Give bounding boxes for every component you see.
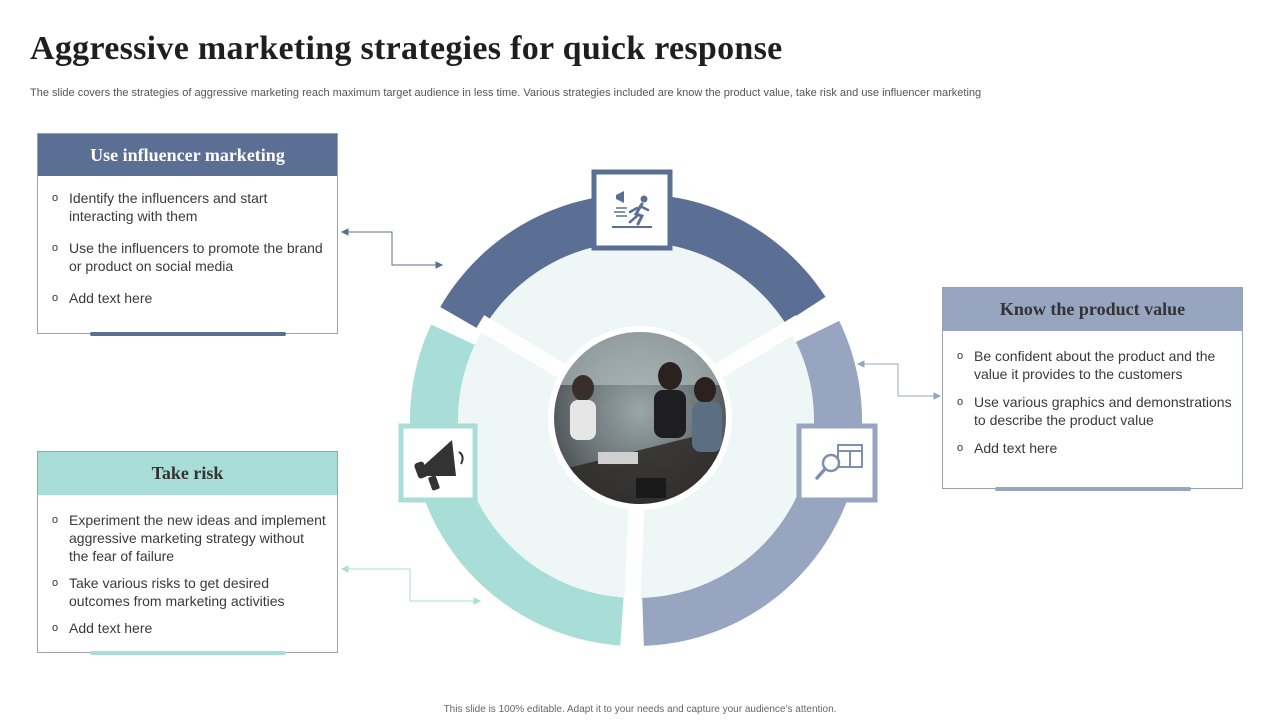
bullet-marker: o (957, 396, 964, 408)
card-heading: Take risk (38, 452, 337, 495)
list-item: o Add text here (52, 619, 327, 637)
connector-product (856, 360, 942, 400)
ring-segment-risk (410, 324, 624, 646)
card-heading: Use influencer marketing (38, 134, 337, 176)
icon-box-right (796, 423, 878, 503)
card-heading: Know the product value (943, 288, 1242, 331)
bullet-marker: o (52, 577, 59, 589)
list-item: o Take various risks to get desired outco… (52, 574, 327, 610)
slide-subtitle: The slide covers the strategies of aggre… (30, 87, 982, 99)
list-item: o Add text here (52, 289, 327, 307)
bullet-list: o Identify the influencers and start inte… (52, 189, 327, 307)
list-item: o Use the influencers to promote the bran… (52, 239, 327, 275)
list-item: o Experiment the new ideas and implement … (52, 511, 327, 565)
card-take-risk: Take risk o Experiment the new ideas and … (37, 451, 338, 655)
bullet-marker: o (52, 192, 59, 204)
list-item-text: Identify the influencers and start inter… (69, 190, 268, 224)
bullet-marker: o (52, 514, 59, 526)
bullet-list: o Be confident about the product and the … (957, 347, 1232, 457)
connector-risk (340, 565, 482, 605)
list-item-text: Add text here (69, 290, 153, 306)
ring-segment-influencer (440, 194, 826, 331)
megaphone-icon (414, 440, 464, 491)
bullet-marker: o (52, 622, 59, 634)
list-item-text: Take various risks to get desired outcom… (69, 575, 285, 609)
slide-footer: This slide is 100% editable. Adapt it to… (443, 704, 837, 715)
list-item: o Use various graphics and demonstrations… (957, 393, 1232, 429)
card-accent-bar (90, 651, 286, 655)
product-search-icon (815, 444, 863, 480)
bullet-marker: o (52, 292, 59, 304)
bullet-marker: o (957, 442, 964, 454)
list-item-text: Use various graphics and demonstrations … (974, 394, 1232, 428)
icon-box-top (591, 169, 673, 251)
list-item-text: Be confident about the product and the v… (974, 348, 1216, 382)
bullet-marker: o (957, 350, 964, 362)
bullet-marker: o (52, 242, 59, 254)
connector-influencer (340, 228, 444, 269)
running-person-megaphone-icon (612, 191, 652, 228)
card-know-the-product-value: Know the product value o Be confident abo… (942, 287, 1243, 491)
card-use-influencer-marketing: Use influencer marketing o Identify the i… (37, 133, 338, 336)
list-item: o Be confident about the product and the … (957, 347, 1232, 383)
list-item: o Add text here (957, 439, 1232, 457)
bullet-list: o Experiment the new ideas and implement … (52, 511, 327, 637)
slide-title: Aggressive marketing strategies for quic… (30, 30, 783, 67)
list-item-text: Add text here (974, 440, 1058, 456)
list-item: o Identify the influencers and start inte… (52, 189, 327, 225)
list-item-text: Use the influencers to promote the brand… (69, 240, 323, 274)
list-item-text: Experiment the new ideas and implement a… (69, 512, 326, 564)
ring-segment-product (642, 320, 862, 646)
card-accent-bar (995, 487, 1191, 491)
list-item-text: Add text here (69, 620, 153, 636)
icon-box-left (398, 423, 478, 503)
card-accent-bar (90, 332, 286, 336)
